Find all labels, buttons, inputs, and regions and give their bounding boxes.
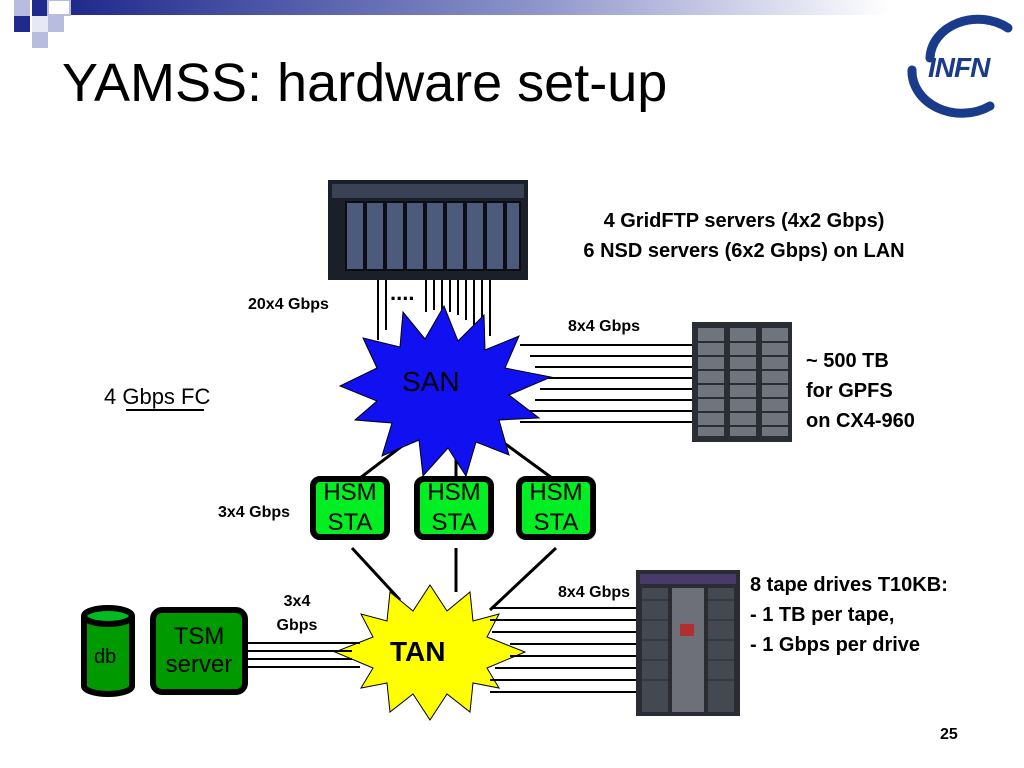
san-storage-links [520, 344, 692, 423]
tsm-link-line2: Gbps [276, 617, 318, 634]
storage-description: ~ 500 TB for GPFS on CX4-960 [806, 346, 915, 436]
link-label-tsm: 3x4 Gbps [274, 590, 320, 638]
sta-label: STA [431, 509, 477, 536]
hsm-label: HSM [427, 479, 481, 506]
server-label: server [165, 651, 233, 678]
tape-line2: - 1 TB per tape, [750, 604, 895, 626]
tsm-label: TSM [173, 623, 225, 650]
san-starburst [338, 304, 553, 478]
header-gradient-bar [70, 0, 890, 15]
tape-library-icon [636, 570, 740, 716]
hsm-sta-node: HSM STA [310, 476, 390, 540]
server-rack-icon [328, 180, 528, 280]
storage-array-icon [692, 322, 792, 442]
link-label-servers-san: 20x4 Gbps [248, 296, 329, 313]
tsm-server-node: TSM server [150, 607, 248, 695]
tan-tape-links [490, 607, 638, 693]
sta-label: STA [327, 509, 373, 536]
legend-fc: 4 Gbps FC [104, 384, 211, 409]
deco-square [32, 0, 48, 16]
hsm-label: HSM [529, 479, 583, 506]
link-label-san-storage: 8x4 Gbps [568, 318, 641, 335]
tan-starburst [333, 584, 527, 721]
sta-label: STA [533, 509, 579, 536]
hsm-label: HSM [323, 479, 377, 506]
hsm-tan-links [350, 546, 558, 612]
slide-title: YAMSS: hardware set-up [62, 53, 668, 113]
deco-square [32, 16, 48, 32]
db-label: db [94, 646, 117, 668]
deco-square [14, 0, 30, 16]
tape-description: 8 tape drives T10KB: - 1 TB per tape, - … [750, 570, 948, 660]
deco-square [48, 16, 64, 32]
storage-line1: ~ 500 TB [806, 350, 889, 372]
link-label-tan-tape: 8x4 Gbps [558, 584, 631, 601]
servers-ellipsis: .... [390, 280, 415, 305]
tape-line1: 8 tape drives T10KB: [750, 574, 948, 596]
hsm-sta-node: HSM STA [516, 476, 596, 540]
deco-square [14, 16, 30, 32]
deco-square [47, 0, 71, 16]
server-san-links [377, 280, 491, 340]
tape-line3: - 1 Gbps per drive [750, 634, 921, 656]
logo-text: INFN [928, 52, 990, 83]
storage-line2: for GPFS [806, 380, 893, 402]
san-label: SAN [402, 366, 460, 397]
infn-logo-icon [907, 14, 1013, 118]
hsm-sta-node: HSM STA [414, 476, 494, 540]
tsm-link-line1: 3x4 [283, 593, 311, 610]
link-label-hsm: 3x4 Gbps [218, 504, 291, 521]
servers-line2: 6 NSD servers (6x2 Gbps) on LAN [583, 240, 905, 262]
tan-label: TAN [390, 636, 446, 667]
tsm-tan-links [248, 642, 360, 668]
servers-description: 4 GridFTP servers (4x2 Gbps) 6 NSD serve… [544, 206, 944, 266]
storage-line3: on CX4-960 [806, 410, 915, 432]
page-number: 25 [940, 726, 958, 743]
servers-line1: 4 GridFTP servers (4x2 Gbps) [603, 210, 885, 232]
database-icon [81, 605, 135, 697]
header-decoration [14, 0, 890, 48]
deco-square [32, 32, 48, 48]
